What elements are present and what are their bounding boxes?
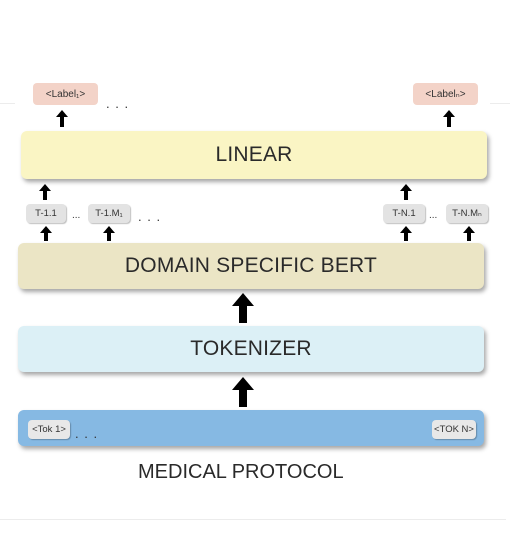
divider-bottom	[0, 519, 506, 520]
output-labels-ellipsis: . . .	[106, 96, 130, 111]
arrow-up-icon	[400, 184, 412, 200]
bert-layer-label: DOMAIN SPECIFIC BERT	[124, 254, 378, 277]
output-label-last: <Labelₙ>	[413, 83, 478, 105]
arrow-up-large-icon	[232, 293, 254, 323]
arrow-up-icon	[400, 226, 412, 241]
linear-layer: LINEAR	[21, 131, 487, 179]
input-token-last: <TOK N>	[432, 420, 476, 439]
arrow-up-icon	[56, 110, 68, 127]
diagram-caption: MEDICAL PROTOCOL	[138, 461, 344, 483]
bert-layer: DOMAIN SPECIFIC BERT	[18, 243, 484, 289]
arrow-up-icon	[463, 226, 475, 241]
arrow-up-icon	[40, 226, 52, 241]
arrow-up-large-icon	[232, 377, 254, 407]
tokenizer-layer-label: TOKENIZER	[190, 337, 312, 360]
embedding-t-1-m1: T-1.M₁	[88, 204, 130, 223]
linear-layer-label: LINEAR	[215, 143, 293, 166]
embedding-t-n-1: T-N.1	[383, 204, 425, 223]
embedding-t-1-1: T-1.1	[26, 204, 66, 223]
tokenizer-layer: TOKENIZER	[18, 326, 484, 372]
arrow-up-icon	[39, 184, 51, 200]
divider-right	[490, 103, 510, 104]
input-tokens-ellipsis: . . .	[75, 426, 99, 441]
output-label-first: <Label₁>	[33, 83, 98, 105]
arrow-up-icon	[103, 226, 115, 241]
embedding-group-ellipsis: . . .	[138, 209, 162, 224]
embedding-inner-ellipsis: ...	[72, 210, 81, 221]
embedding-t-n-mn: T-N.Mₙ	[446, 204, 488, 223]
divider-left	[0, 103, 15, 104]
input-token-first: <Tok 1>	[28, 420, 70, 439]
embedding-inner-ellipsis: ...	[429, 210, 438, 221]
arrow-up-icon	[443, 110, 455, 127]
input-layer	[18, 410, 484, 446]
